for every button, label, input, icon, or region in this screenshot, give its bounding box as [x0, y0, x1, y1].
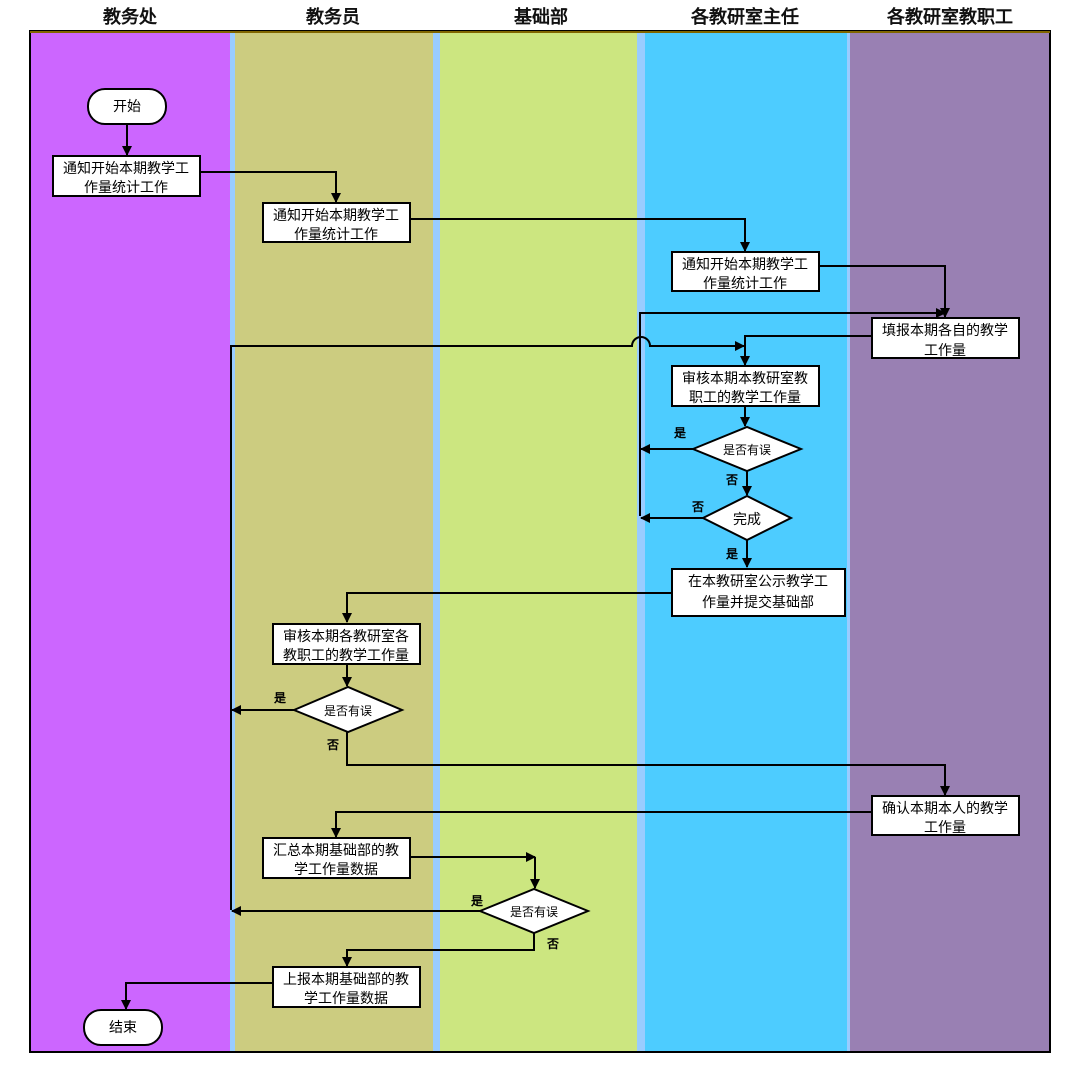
svg-text:作量统计工作: 作量统计工作 — [703, 276, 787, 292]
svg-text:确认本期本人的教学: 确认本期本人的教学 — [882, 801, 1008, 817]
svg-text:教职工的教学工作量: 教职工的教学工作量 — [283, 648, 409, 664]
svg-text:是否有误: 是否有误 — [324, 704, 372, 718]
svg-text:作量统计工作: 作量统计工作 — [294, 227, 378, 243]
decision-check-1: 是否有误 — [690, 425, 804, 473]
svg-text:汇总本期基础部的教: 汇总本期基础部的教 — [273, 842, 399, 859]
edge-label-no: 否 — [725, 473, 738, 487]
process-report: 上报本期基础部的教 学工作量数据 — [272, 966, 421, 1008]
lane-header-jiaowuchu: 教务处 — [103, 6, 158, 28]
svg-text:审核本期本教研室教: 审核本期本教研室教 — [682, 370, 808, 387]
connectors — [121, 124, 950, 1010]
start-terminal: 开始 — [87, 88, 167, 125]
svg-text:通知开始本期教学工: 通知开始本期教学工 — [682, 256, 808, 273]
edge-label-yes: 是 — [725, 547, 739, 561]
svg-text:工作量: 工作量 — [924, 343, 966, 359]
svg-text:审核本期各教研室各: 审核本期各教研室各 — [283, 628, 409, 645]
edge-label-no: 否 — [326, 738, 339, 752]
edge-label-yes: 是 — [673, 426, 687, 440]
lane-jiaowuchu — [30, 31, 230, 1052]
process-publish: 在本教研室公示教学工 作量并提交基础部 — [671, 568, 846, 617]
process-notify-1: 通知开始本期教学工 作量统计工作 — [52, 155, 201, 197]
svg-text:通知开始本期教学工: 通知开始本期教学工 — [63, 160, 189, 177]
lane-header-jichubu: 基础部 — [513, 6, 568, 28]
svg-text:填报本期各自的教学: 填报本期各自的教学 — [882, 323, 1008, 339]
edge-label-no: 否 — [691, 500, 704, 514]
svg-text:上报本期基础部的教: 上报本期基础部的教 — [283, 971, 409, 988]
decision-complete: 完成 — [700, 494, 794, 542]
decision-check-3: 是否有误 — [477, 887, 591, 935]
process-review-dept: 审核本期本教研室教 职工的教学工作量 — [671, 365, 820, 407]
edge-label-no: 否 — [546, 937, 559, 951]
lane-header-director: 各教研室主任 — [690, 6, 799, 28]
end-terminal: 结束 — [83, 1009, 163, 1046]
lane-jiaowuyuan — [235, 31, 433, 1052]
process-fill-workload: 填报本期各自的教学 工作量 — [871, 317, 1020, 359]
decision-check-2: 是否有误 — [291, 685, 405, 734]
lane-header-staff: 各教研室教职工 — [886, 6, 1013, 28]
svg-text:在本教研室公示教学工: 在本教研室公示教学工 — [688, 573, 828, 590]
lane-header-jiaowuyuan: 教务员 — [306, 6, 360, 28]
svg-text:学工作量数据: 学工作量数据 — [294, 862, 378, 878]
lane-staff — [850, 31, 1050, 1052]
edge-label-yes: 是 — [273, 691, 287, 705]
process-summary: 汇总本期基础部的教 学工作量数据 — [262, 837, 411, 879]
svg-text:是否有误: 是否有误 — [510, 905, 558, 919]
start-label: 开始 — [113, 99, 141, 115]
svg-text:是否有误: 是否有误 — [723, 443, 771, 457]
process-review-all: 审核本期各教研室各 教职工的教学工作量 — [272, 623, 421, 665]
edge-label-yes: 是 — [470, 894, 484, 908]
process-confirm: 确认本期本人的教学 工作量 — [871, 795, 1020, 836]
svg-text:作量统计工作: 作量统计工作 — [84, 180, 168, 196]
svg-text:作量并提交基础部: 作量并提交基础部 — [702, 594, 814, 611]
svg-text:通知开始本期教学工: 通知开始本期教学工 — [273, 207, 399, 224]
end-label: 结束 — [109, 1020, 137, 1036]
svg-text:完成: 完成 — [733, 512, 761, 528]
svg-text:职工的教学工作量: 职工的教学工作量 — [689, 390, 801, 406]
svg-text:学工作量数据: 学工作量数据 — [304, 991, 388, 1007]
process-notify-2: 通知开始本期教学工 作量统计工作 — [262, 202, 411, 243]
svg-text:工作量: 工作量 — [924, 820, 966, 836]
process-notify-3: 通知开始本期教学工 作量统计工作 — [671, 251, 820, 292]
